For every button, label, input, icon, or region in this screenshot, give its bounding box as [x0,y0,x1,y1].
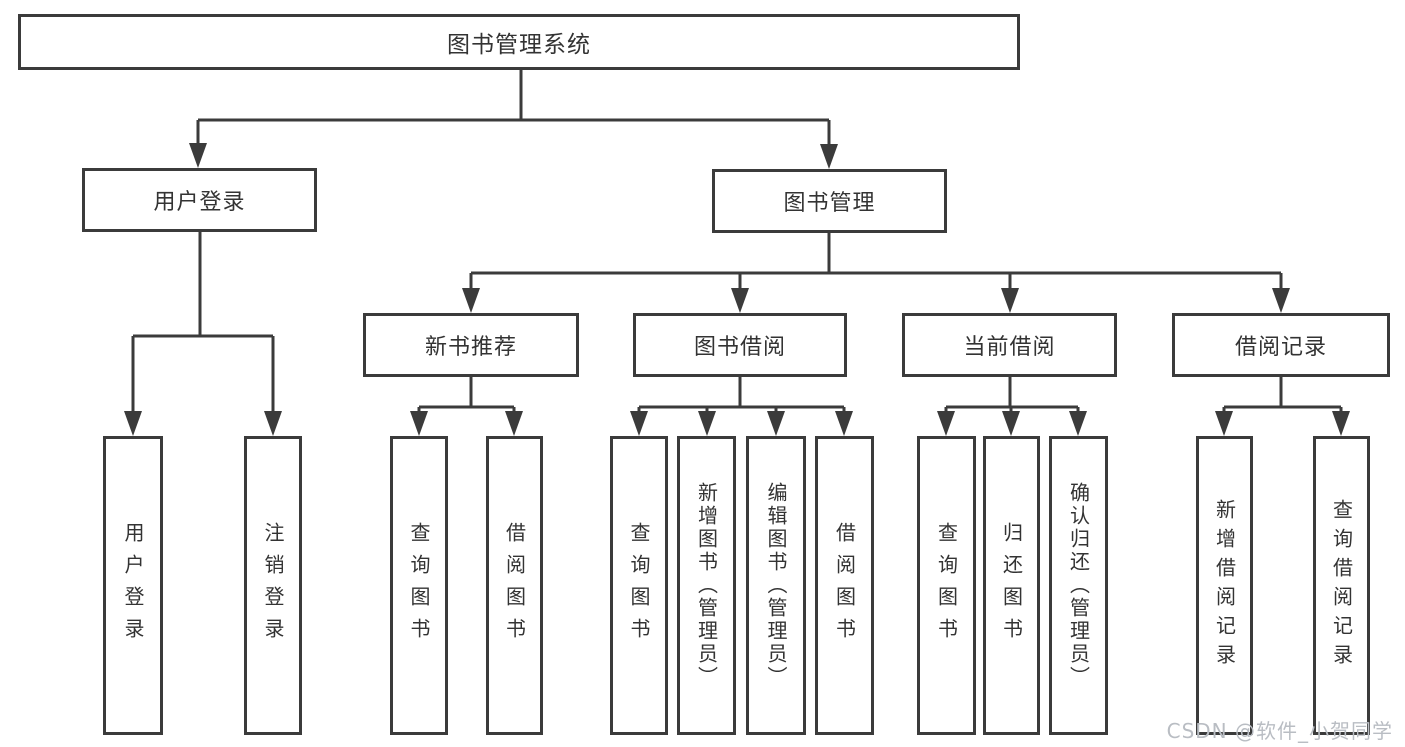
watermark: CSDN @软件_小贺同学 [1166,719,1393,743]
node-book-borrow: 图书借阅 [633,313,847,377]
leaf-return-books: 归还图书 [983,436,1040,735]
leaf-label: 用户登录 [121,521,145,650]
node-label: 用户登录 [153,190,246,215]
leaf-label: 新增图书（管理员） [694,482,719,689]
node-label: 新书推荐 [424,335,517,360]
leaf-label: 查询图书 [407,521,431,650]
leaf-add-books-admin: 新增图书（管理员） [677,436,736,735]
node-label: 借阅记录 [1234,335,1327,360]
leaf-query-books-current: 查询图书 [917,436,976,735]
leaf-query-books-recommend: 查询图书 [390,436,448,735]
leaf-add-borrow-record: 新增借阅记录 [1196,436,1253,735]
leaf-label: 归还图书 [999,521,1024,650]
leaf-label: 查询图书 [627,521,651,650]
leaf-label: 借阅图书 [502,521,527,650]
leaf-confirm-return-admin: 确认归还（管理员） [1049,436,1108,735]
leaf-query-books-borrow: 查询图书 [610,436,668,735]
leaf-borrow-books: 借阅图书 [815,436,874,735]
leaf-label: 借阅图书 [832,521,857,650]
node-user-login: 用户登录 [82,168,317,232]
leaf-query-borrow-record: 查询借阅记录 [1313,436,1370,735]
leaf-label: 查询图书 [934,521,959,650]
node-borrow-records: 借阅记录 [1172,313,1390,377]
leaf-edit-books-admin: 编辑图书（管理员） [746,436,806,735]
node-label: 当前借阅 [963,335,1056,360]
node-current-borrow: 当前借阅 [902,313,1117,377]
leaf-borrow-books-recommend: 借阅图书 [486,436,543,735]
arrowheads [124,143,1350,436]
leaf-label: 编辑图书（管理员） [764,482,788,689]
node-book-management: 图书管理 [712,169,947,233]
leaf-user-login: 用户登录 [103,436,163,735]
node-label: 图书管理系统 [447,32,591,58]
leaf-logout: 注销登录 [244,436,302,735]
leaf-label: 注销登录 [261,521,285,650]
node-label: 图书管理 [783,191,876,216]
leaf-label: 新增借阅记录 [1212,498,1237,673]
leaf-label: 确认归还（管理员） [1066,482,1091,689]
leaf-label: 查询借阅记录 [1329,498,1354,673]
node-new-book-recommend: 新书推荐 [363,313,579,377]
node-library-management-system: 图书管理系统 [18,14,1020,70]
node-label: 图书借阅 [693,335,786,360]
